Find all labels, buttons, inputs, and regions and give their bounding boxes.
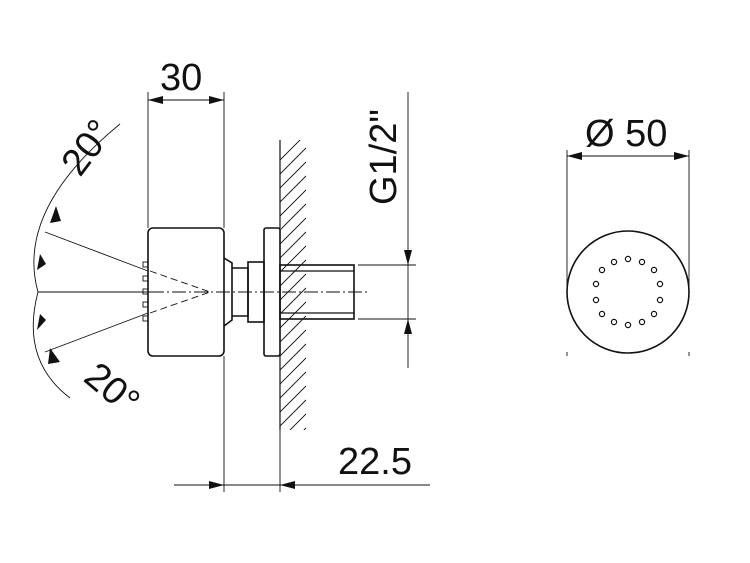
spray-line-bottom [44,312,149,353]
thread-label: G1/2" [363,109,405,205]
side-view: 20° 20° 30 G1/2" 22.5 [32,57,430,492]
width-dimension: 30 [147,57,225,228]
angle-arc [32,123,121,399]
wall-hatching [279,140,306,430]
diameter-label: Ø 50 [585,113,667,155]
jet-marks [142,261,149,322]
angle-label-bottom: 20° [76,355,147,424]
spray-line-top [44,231,149,272]
angle-label-top: 20° [54,112,122,183]
jet-holes [592,255,664,329]
thread-dimension: G1/2" [358,92,416,368]
projection-dimension: 22.5 [174,356,430,492]
front-view: Ø 50 [566,113,690,356]
width-label: 30 [160,57,202,99]
projection-label: 22.5 [338,441,412,483]
nozzle-face [566,230,690,354]
